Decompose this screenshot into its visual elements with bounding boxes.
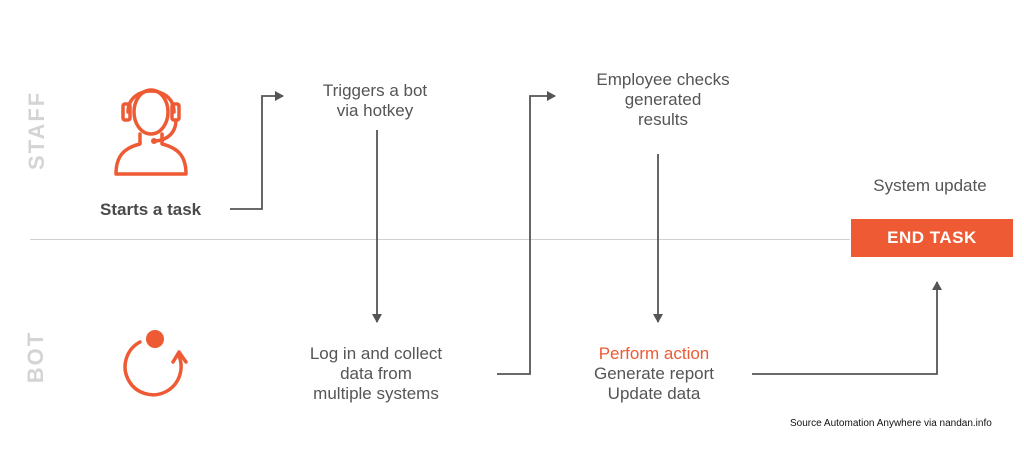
connector-perform-to-end bbox=[752, 281, 942, 375]
step-text-line: results bbox=[637, 110, 689, 129]
step-text-line: multiple systems bbox=[313, 384, 439, 403]
step-triggers-bot: Triggers a bot via hotkey bbox=[290, 81, 460, 121]
step-text-line: data from bbox=[340, 364, 412, 383]
step-text-line: via hotkey bbox=[336, 101, 414, 120]
step-system-update: System update bbox=[873, 176, 987, 195]
step-text-line: Log in and collect bbox=[309, 344, 443, 363]
generate-report-label: Generate report bbox=[593, 364, 714, 383]
lane-divider bbox=[30, 239, 850, 240]
source-caption: Source Automation Anywhere via nandan.in… bbox=[790, 418, 992, 429]
connector-start-to-trigger bbox=[230, 91, 284, 210]
step-employee-checks: Employee checks generated results bbox=[563, 70, 763, 130]
step-login-collect: Log in and collect data from multiple sy… bbox=[278, 344, 474, 404]
step-text-line: Triggers a bot bbox=[322, 81, 428, 100]
end-task-box: END TASK bbox=[851, 219, 1013, 257]
headset-person-icon bbox=[114, 88, 188, 176]
perform-action-label: Perform action bbox=[598, 344, 710, 363]
step-text-line: Employee checks bbox=[596, 70, 730, 89]
step-starts-task: Starts a task bbox=[100, 200, 202, 219]
step-text-line: generated bbox=[624, 90, 702, 109]
circular-refresh-icon bbox=[123, 330, 188, 397]
connector-login-to-employee bbox=[497, 91, 556, 375]
update-data-label: Update data bbox=[607, 384, 701, 403]
step-perform-action: Perform action Generate report Update da… bbox=[566, 344, 742, 404]
